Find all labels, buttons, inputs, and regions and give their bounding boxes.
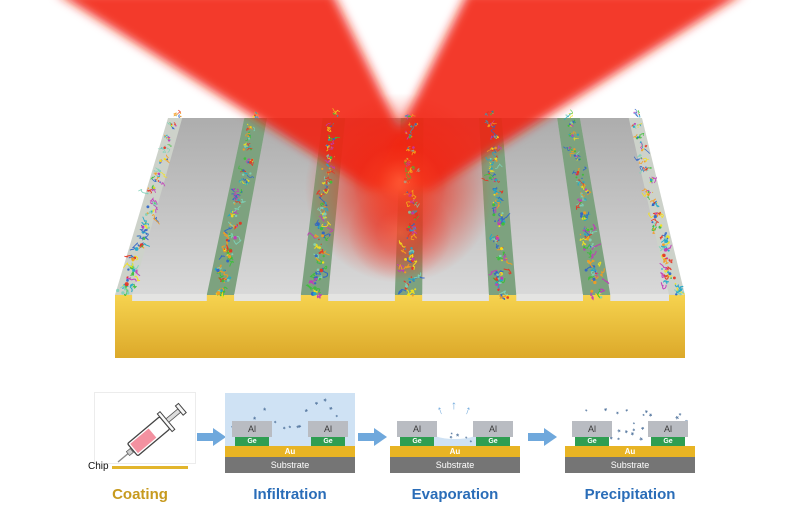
syringe-icon <box>117 402 187 463</box>
chip-bar <box>112 466 188 469</box>
chip-label: Chip <box>88 461 109 472</box>
laser-bloom <box>352 132 448 228</box>
evaporation-arrow-icon: ↑ <box>462 402 474 418</box>
process-arrow-bar <box>528 433 544 441</box>
process-arrow <box>528 428 558 446</box>
panel-precipitation: ********* ********** Al Al Ge Ge Au Subs… <box>565 393 695 473</box>
step-label-precipitation: Precipitation <box>584 486 676 503</box>
ge-block-left: Ge <box>400 437 434 446</box>
al-block-left: Al <box>397 421 437 437</box>
au-layer: Au <box>390 446 520 457</box>
plunger-handle <box>174 402 187 416</box>
precipitated-molecules-top: ********** <box>583 406 689 425</box>
precipitated-molecules-gap: ********* <box>607 422 648 445</box>
process-arrow <box>197 428 227 446</box>
panel-coating: Chip <box>88 390 200 474</box>
evaporation-arrows: ↑ ↑ ↑ <box>434 399 476 421</box>
al-block-right: Al <box>308 421 348 437</box>
laser-chip-scene <box>67 0 733 358</box>
stripe-front-facets <box>132 294 669 301</box>
step-label-evaporation: Evaporation <box>411 486 499 503</box>
substrate-layer: Substrate <box>565 457 695 473</box>
ge-block-right: Ge <box>311 437 345 446</box>
evaporation-arrow-icon: ↑ <box>434 402 446 418</box>
step-label-coating: Coating <box>112 486 168 503</box>
gap-solution-molecules: ***** <box>448 431 474 443</box>
syringe-illustration <box>117 402 187 463</box>
au-layer: Au <box>225 446 355 457</box>
al-block-left: Al <box>572 421 612 437</box>
gap-solution <box>434 431 476 446</box>
process-arrow-bar <box>358 433 374 441</box>
syringe-liquid <box>130 428 157 454</box>
substrate-layer: Substrate <box>390 457 520 473</box>
process-arrow-bar <box>197 433 213 441</box>
process-arrow <box>358 428 388 446</box>
panel-infiltration: ****************** Al Al Ge Ge Au Substr… <box>225 393 355 473</box>
substrate-layer: Substrate <box>225 457 355 473</box>
ge-block-left: Ge <box>235 437 269 446</box>
step-label-infiltration: Infiltration <box>253 486 327 503</box>
ge-block-right: Ge <box>651 437 685 446</box>
evaporation-arrow-icon: ↑ <box>451 398 457 412</box>
molecule-assemblies <box>116 108 685 301</box>
process-arrow-head <box>374 428 387 446</box>
ge-block-left: Ge <box>575 437 609 446</box>
ge-block-right: Ge <box>476 437 510 446</box>
syringe-needle <box>117 451 130 463</box>
meniscus-curve <box>434 431 476 439</box>
au-layer: Au <box>565 446 695 457</box>
process-arrow-head <box>213 428 226 446</box>
process-arrow-head <box>544 428 557 446</box>
chip-front-face-gold <box>115 295 685 358</box>
needle-hub <box>125 448 134 457</box>
al-block-right: Al <box>473 421 513 437</box>
al-block-right: Al <box>648 421 688 437</box>
al-block-left: Al <box>232 421 272 437</box>
panel-evaporation: ***** ↑ ↑ ↑ Al Al Ge Ge Au Substrate <box>390 393 520 473</box>
